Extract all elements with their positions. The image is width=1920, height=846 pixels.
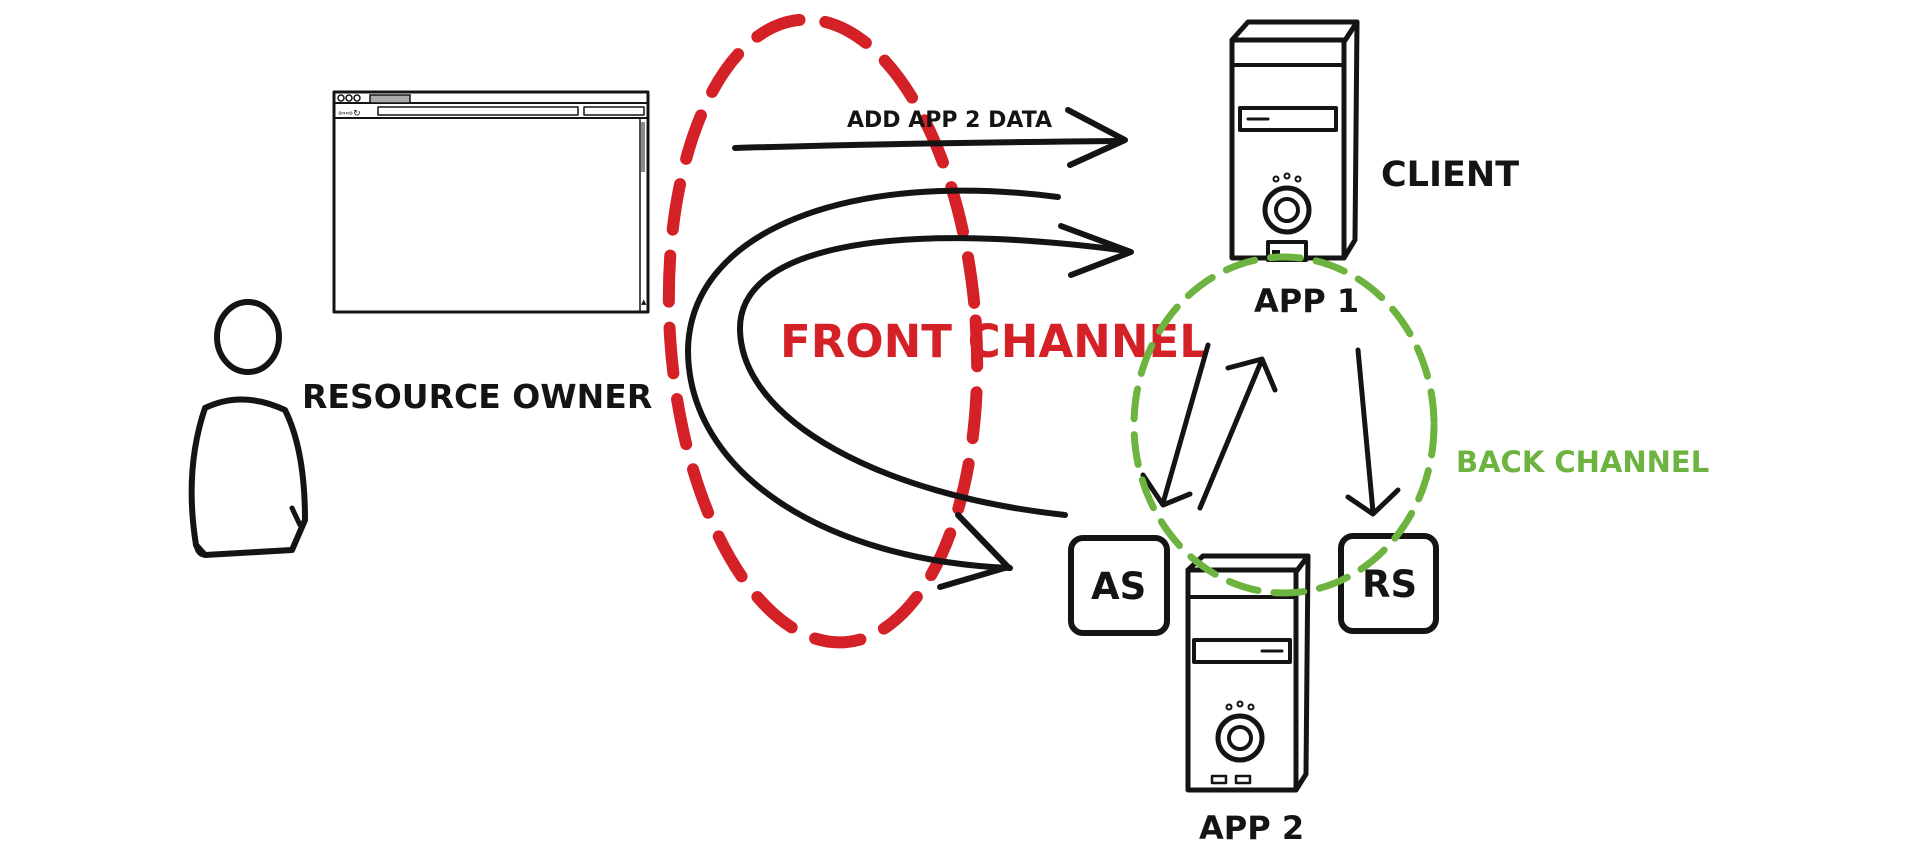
resource-owner-label: RESOURCE OWNER xyxy=(302,377,652,416)
back-channel-boundary xyxy=(1130,253,1438,597)
front-channel-boundary xyxy=(662,13,984,649)
back-channel-label: BACK CHANNEL xyxy=(1456,445,1709,479)
authorization-server-box xyxy=(1068,535,1170,636)
server-tower-icon xyxy=(1185,553,1311,793)
app-1-label: APP 1 xyxy=(1254,282,1359,320)
as-label: AS xyxy=(1091,565,1146,608)
svg-text:▲: ▲ xyxy=(641,298,647,306)
app-2-label: APP 2 xyxy=(1199,809,1304,846)
client-label: CLIENT xyxy=(1381,155,1519,195)
redirect-flow-arrow xyxy=(685,187,1134,590)
browser-window-icon: ⇦⇨↻ ▲ xyxy=(332,90,650,314)
add-app-2-data-label: ADD APP 2 DATA xyxy=(847,108,1052,133)
server-tower-icon xyxy=(1229,19,1360,262)
back-channel-arrows xyxy=(1140,342,1401,517)
svg-text:⇦⇨↻: ⇦⇨↻ xyxy=(338,109,361,119)
person-icon xyxy=(188,299,308,558)
add-app-2-data-arrow xyxy=(732,107,1128,168)
rs-label: RS xyxy=(1362,563,1417,606)
front-channel-label: FRONT CHANNEL xyxy=(780,315,1208,368)
